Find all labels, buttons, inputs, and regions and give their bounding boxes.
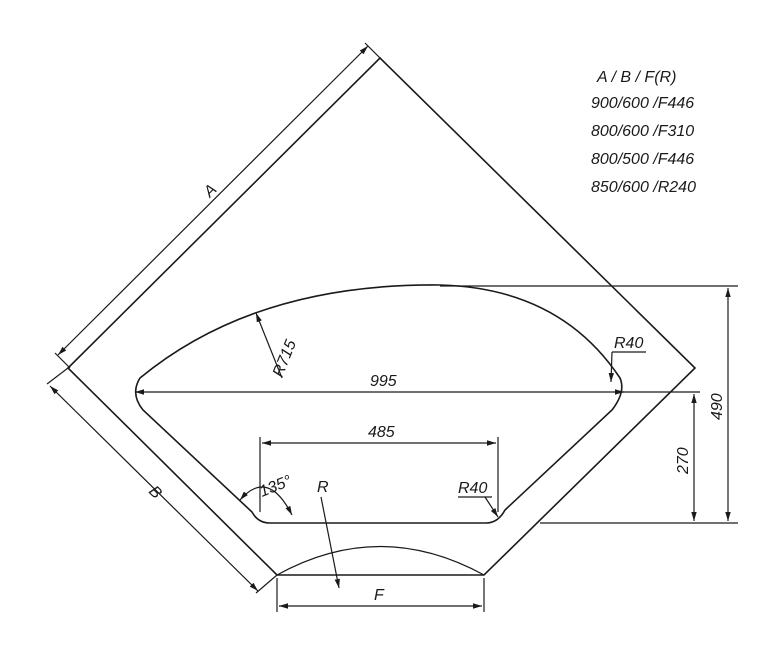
front-arc bbox=[276, 545, 485, 576]
basin-outline bbox=[134, 284, 623, 524]
dim-line-a bbox=[57, 45, 369, 356]
dim-line-r bbox=[320, 496, 340, 589]
legend-row: 800/500 /F446 bbox=[591, 151, 694, 168]
legend-header: A / B / F(R) bbox=[596, 69, 676, 86]
label-r40-upper: R40 bbox=[614, 335, 643, 352]
label-270: 270 bbox=[675, 447, 692, 475]
label-r40-lower: R40 bbox=[458, 480, 487, 497]
label-a: A bbox=[200, 181, 220, 201]
size-legend: A / B / F(R) 900/600 /F446 800/600 /F310… bbox=[591, 69, 696, 196]
label-r: R bbox=[317, 479, 329, 496]
legend-row: 900/600 /F446 bbox=[591, 95, 694, 112]
label-995: 995 bbox=[370, 373, 397, 390]
legend-row: 800/600 /F310 bbox=[591, 123, 694, 140]
label-f: F bbox=[374, 587, 385, 604]
label-b: B bbox=[145, 483, 165, 503]
dim-line-r715 bbox=[255, 312, 283, 379]
dim-line-b bbox=[49, 385, 259, 592]
label-485: 485 bbox=[368, 424, 395, 441]
legend-row: 850/600 /R240 bbox=[591, 179, 696, 196]
angle-arc bbox=[239, 486, 293, 516]
label-490: 490 bbox=[709, 393, 726, 420]
label-angle: 135° bbox=[257, 472, 295, 500]
